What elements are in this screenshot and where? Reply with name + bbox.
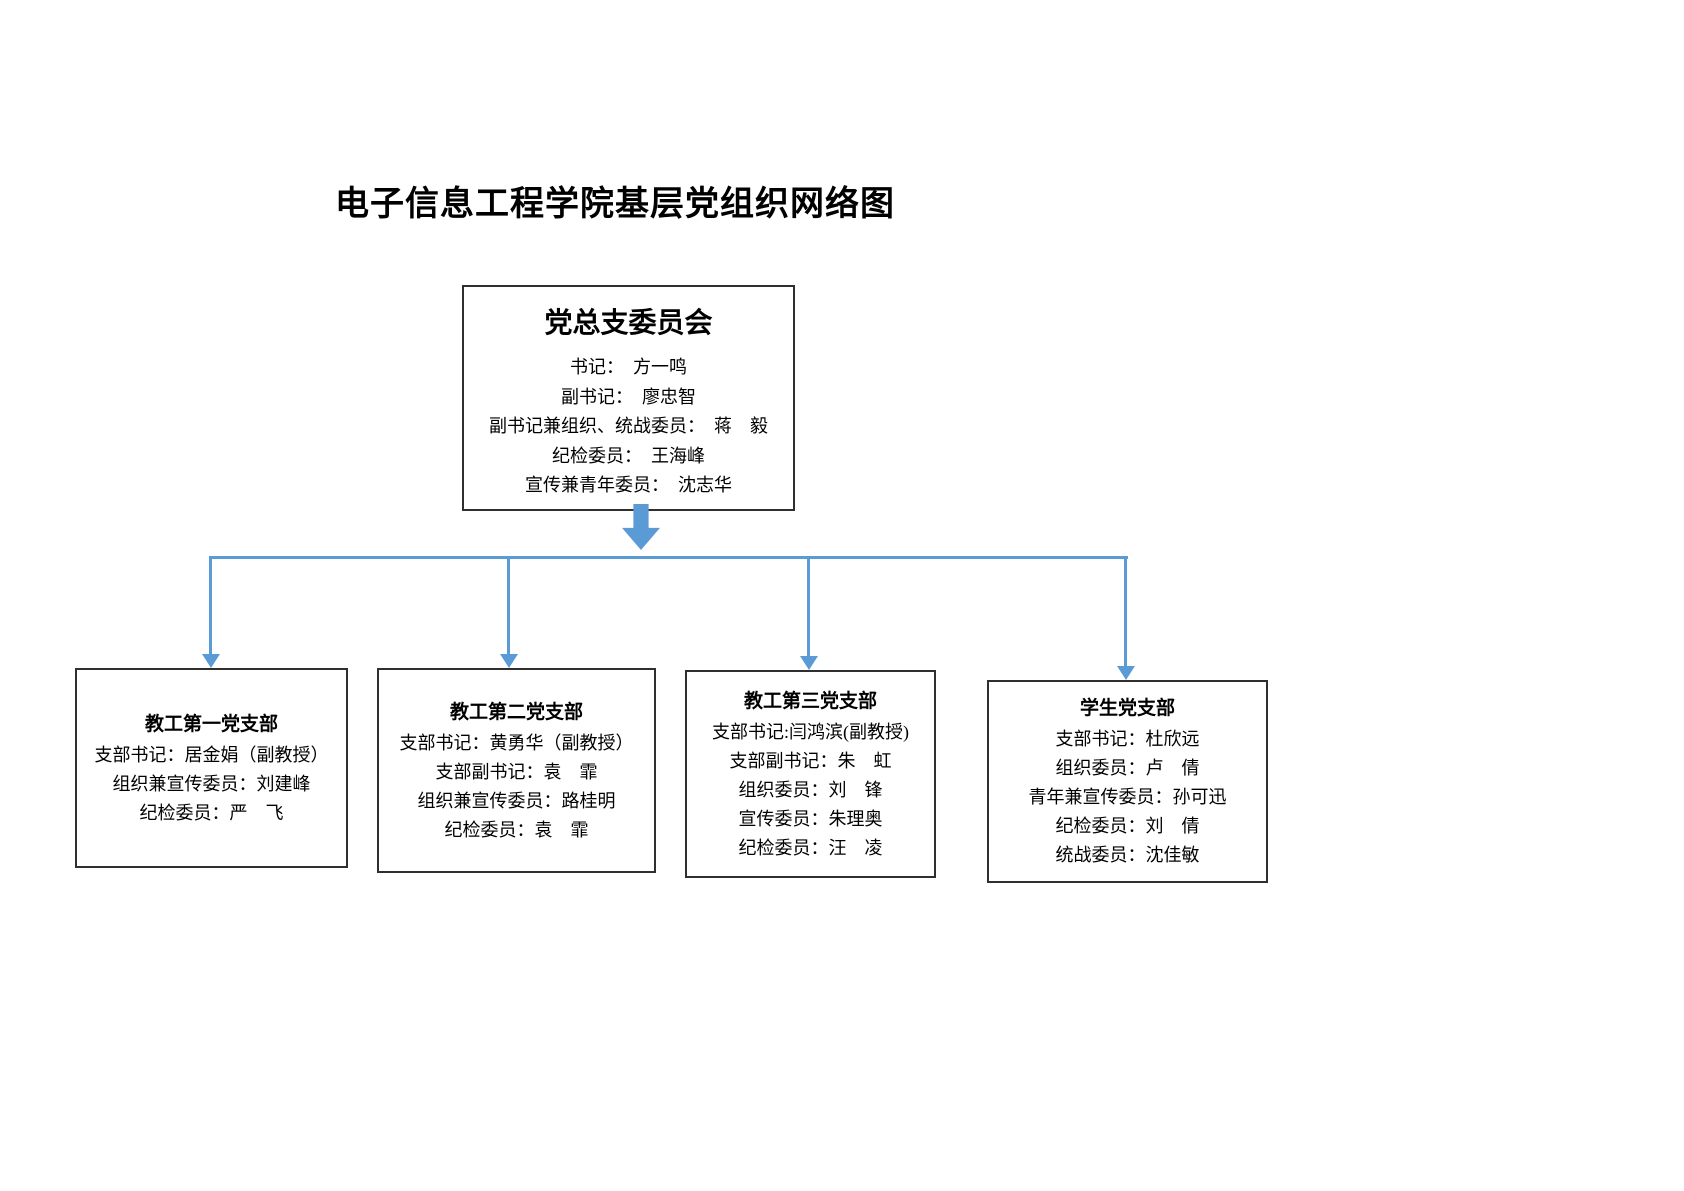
- member-line: 支部书记：杜欣远: [1055, 729, 1200, 749]
- member-line: 书记： 方一鸣: [570, 357, 687, 377]
- branch-member-list: 支部书记：杜欣远组织委员：卢 倩青年兼宣传委员：孙可迅纪检委员：刘 倩统战委员：…: [1029, 725, 1227, 870]
- member-line: 纪检委员： 王海峰: [552, 445, 705, 466]
- connector-horizontal-line: [209, 556, 1128, 559]
- branch-box-4: 学生党支部 支部书记：杜欣远组织委员：卢 倩青年兼宣传委员：孙可迅纪检委员：刘 …: [987, 680, 1268, 883]
- connector-vertical-line-2: [507, 556, 510, 655]
- branch-member-list: 支部书记：黄勇华（副教授） 支部副书记：袁 霏组织兼宣传委员：路桂明纪检委员：袁 …: [400, 729, 634, 845]
- member-line: 纪检委员：刘 倩: [1055, 816, 1200, 836]
- branch-member-list: 支部书记:闫鸿滨(副教授) 支部副书记：朱 虹组织委员：刘 锋宣传委员：朱理奥纪检…: [712, 718, 909, 863]
- arrow-down-icon: [202, 654, 220, 668]
- member-line: 支部书记：居金娟（副教授）: [94, 744, 329, 765]
- branch-member-list: 支部书记：居金娟（副教授） 组织兼宣传委员：刘建峰纪检委员：严 飞: [95, 741, 329, 828]
- member-line: 支部书记：黄勇华（副教授）: [399, 732, 634, 753]
- page-title: 电子信息工程学院基层党组织网络图: [335, 185, 895, 223]
- branch-box-2: 教工第二党支部 支部书记：黄勇华（副教授） 支部副书记：袁 霏组织兼宣传委员：路桂…: [377, 668, 656, 873]
- member-line: 青年兼宣传委员：孙可迅: [1028, 787, 1227, 807]
- branch-box-1: 教工第一党支部 支部书记：居金娟（副教授） 组织兼宣传委员：刘建峰纪检委员：严 飞: [75, 668, 348, 868]
- member-line: 纪检委员：汪 凌: [738, 837, 883, 858]
- connector-vertical-line-3: [807, 556, 810, 657]
- member-line: 组织委员：刘 锋: [738, 779, 883, 800]
- branch-box-3: 教工第三党支部 支部书记:闫鸿滨(副教授) 支部副书记：朱 虹组织委员：刘 锋宣传…: [685, 670, 936, 878]
- member-line: 纪检委员：严 飞: [139, 802, 284, 823]
- member-line: 支部副书记：袁 霏: [435, 761, 598, 782]
- member-line: 宣传兼青年委员： 沈志华: [525, 475, 732, 495]
- member-line: 支部书记:闫鸿滨(副教授): [712, 721, 909, 742]
- member-line: 组织兼宣传委员：路桂明: [417, 790, 616, 811]
- committee-title: 党总支委员会: [544, 307, 713, 338]
- branch-title: 教工第三党支部: [743, 690, 877, 712]
- connector-vertical-line-4: [1124, 556, 1127, 667]
- member-line: 组织委员：卢 倩: [1055, 758, 1200, 778]
- branch-title: 教工第一党支部: [144, 713, 278, 735]
- member-line: 副书记： 廖忠智: [561, 386, 696, 407]
- branch-title: 教工第二党支部: [449, 701, 583, 723]
- arrow-down-icon: [800, 656, 818, 670]
- committee-member-list: 书记： 方一鸣副书记： 廖忠智副书记兼组织、统战委员： 蒋 毅纪检委员： 王海峰…: [489, 353, 768, 501]
- arrow-down-icon: [500, 654, 518, 668]
- member-line: 组织兼宣传委员：刘建峰: [112, 773, 311, 794]
- member-line: 纪检委员：袁 霏: [444, 819, 589, 840]
- connector-vertical-line-1: [209, 556, 212, 655]
- arrow-down-icon: [1117, 666, 1135, 680]
- member-line: 支部副书记：朱 虹: [729, 750, 892, 771]
- member-line: 统战委员：沈佳敏: [1055, 845, 1200, 865]
- member-line: 宣传委员：朱理奥: [738, 808, 883, 829]
- branch-title: 学生党支部: [1079, 698, 1175, 719]
- committee-box: 党总支委员会 书记： 方一鸣副书记： 廖忠智副书记兼组织、统战委员： 蒋 毅纪检…: [462, 285, 795, 511]
- member-line: 副书记兼组织、统战委员： 蒋 毅: [489, 416, 768, 436]
